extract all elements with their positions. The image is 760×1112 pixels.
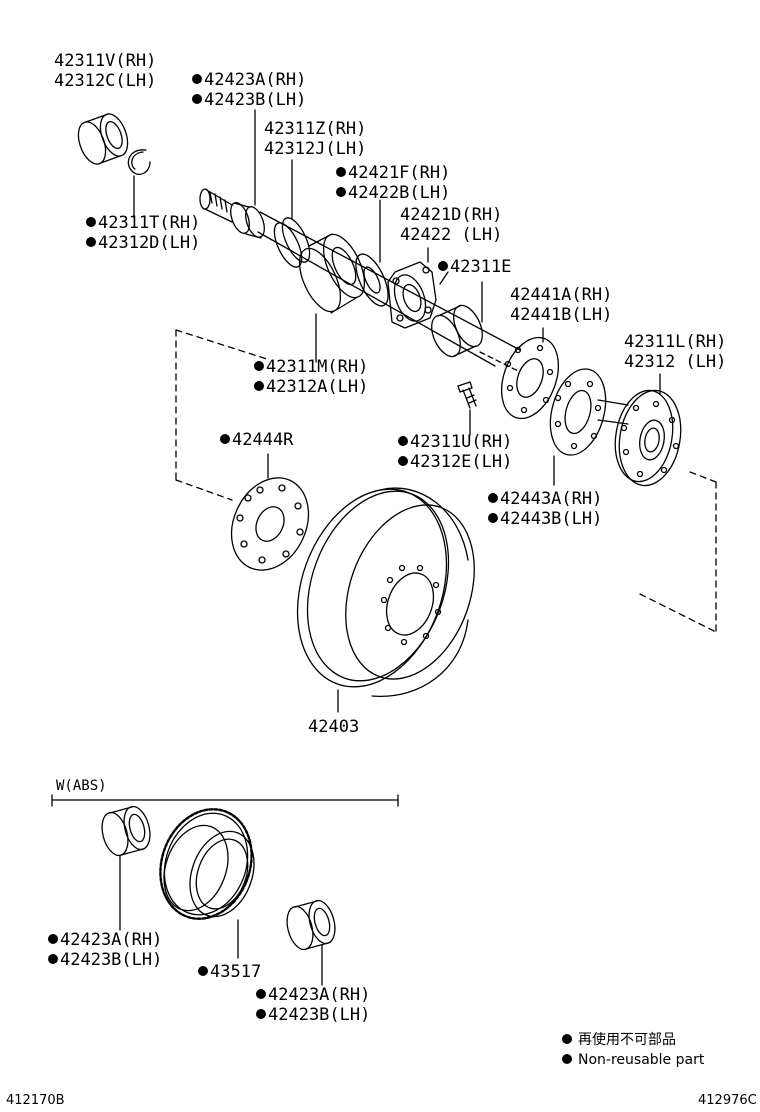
part-label-non-reusable: 42312A(LH) xyxy=(254,378,368,397)
part-label-non-reusable: 42311T(RH) xyxy=(86,214,200,233)
non-reusable-dot-icon xyxy=(562,1034,572,1044)
non-reusable-dot-icon xyxy=(336,167,346,177)
non-reusable-dot-icon xyxy=(398,456,408,466)
non-reusable-dot-icon xyxy=(336,187,346,197)
abs-rotor-part xyxy=(159,808,255,920)
non-reusable-dot-icon xyxy=(48,934,58,944)
part-label: 42441B(LH) xyxy=(510,305,613,325)
non-reusable-dot-icon xyxy=(86,217,96,227)
non-reusable-dot-icon xyxy=(256,989,266,999)
part-label-non-reusable: 42423A(RH) xyxy=(48,931,162,950)
non-reusable-dot-icon xyxy=(488,513,498,523)
non-reusable-dot-icon xyxy=(398,436,408,446)
abs-group-bracket xyxy=(51,794,399,807)
part-label-non-reusable: 42311U(RH) xyxy=(398,433,512,452)
outer-bearing-part xyxy=(77,113,129,165)
part-label: 42312C(LH) xyxy=(54,71,157,91)
hub-bolt-part xyxy=(457,381,477,409)
abs-bearing-right-part xyxy=(286,899,336,951)
part-label-non-reusable: 42423B(LH) xyxy=(256,1006,370,1025)
part-label-non-reusable: 42423A(RH) xyxy=(192,71,306,90)
flange-gasket-part xyxy=(549,368,607,456)
snap-ring-part xyxy=(127,149,151,176)
part-label-non-reusable: 42312E(LH) xyxy=(398,453,512,472)
abs-group-label: W(ABS) xyxy=(56,778,107,794)
diagram-code-left: 412170B xyxy=(6,1093,65,1108)
legend-jp: 再使用不可部品 xyxy=(562,1030,676,1050)
part-label: 42311Z(RH) xyxy=(264,119,367,139)
non-reusable-dot-icon xyxy=(488,493,498,503)
bearing-retainer-part xyxy=(387,261,437,329)
part-label: 42441A(RH) xyxy=(510,285,613,305)
part-label: 42312J(LH) xyxy=(264,139,367,159)
shaft-bearing-part xyxy=(298,233,366,314)
non-reusable-dot-icon xyxy=(256,1009,266,1019)
part-label-non-reusable: 42422B(LH) xyxy=(336,184,450,203)
part-label-non-reusable: 42311M(RH) xyxy=(254,358,368,377)
part-label-non-reusable: 43517 xyxy=(198,963,261,982)
non-reusable-dot-icon xyxy=(192,74,202,84)
guide-lines xyxy=(175,329,717,633)
part-label-non-reusable: 42444R xyxy=(220,431,293,450)
leader-line xyxy=(439,271,449,285)
part-label-non-reusable: 42312D(LH) xyxy=(86,234,200,253)
non-reusable-dot-icon xyxy=(86,237,96,247)
part-label: 42422 (LH) xyxy=(400,225,503,245)
part-label: 42312 (LH) xyxy=(624,352,727,372)
non-reusable-dot-icon xyxy=(562,1054,572,1064)
diagram-code-right: 412976C xyxy=(698,1093,757,1108)
inner-bearing-part xyxy=(431,304,483,358)
non-reusable-dot-icon xyxy=(254,361,264,371)
axle-shaft-part xyxy=(199,188,521,367)
part-label-non-reusable: 42423B(LH) xyxy=(192,91,306,110)
part-label: 42311V(RH) xyxy=(54,51,157,71)
part-label-non-reusable: 42311E xyxy=(438,258,511,277)
abs-bearing-left-part xyxy=(101,805,151,857)
non-reusable-dot-icon xyxy=(438,261,448,271)
shaft-tail-line xyxy=(479,351,521,373)
part-label-non-reusable: 42423B(LH) xyxy=(48,951,162,970)
gasket-part xyxy=(501,336,559,420)
part-label-non-reusable: 42421F(RH) xyxy=(336,164,450,183)
non-reusable-dot-icon xyxy=(254,381,264,391)
non-reusable-dot-icon xyxy=(48,954,58,964)
non-reusable-dot-icon xyxy=(198,966,208,976)
shaft-ring-part xyxy=(273,217,311,268)
non-reusable-dot-icon xyxy=(220,434,230,444)
axle-flange-part xyxy=(597,389,682,487)
brake-drum-part xyxy=(296,487,475,697)
part-label-non-reusable: 42443A(RH) xyxy=(488,490,602,509)
part-label: 42403 xyxy=(308,717,360,737)
part-label-non-reusable: 42423A(RH) xyxy=(256,986,370,1005)
washer-part xyxy=(355,253,389,307)
non-reusable-dot-icon xyxy=(192,94,202,104)
part-label: 42421D(RH) xyxy=(400,205,503,225)
adapter-plate-part xyxy=(230,477,310,571)
legend-en: Non-reusable part xyxy=(562,1050,704,1070)
part-label: 42311L(RH) xyxy=(624,332,727,352)
part-label-non-reusable: 42443B(LH) xyxy=(488,510,602,529)
